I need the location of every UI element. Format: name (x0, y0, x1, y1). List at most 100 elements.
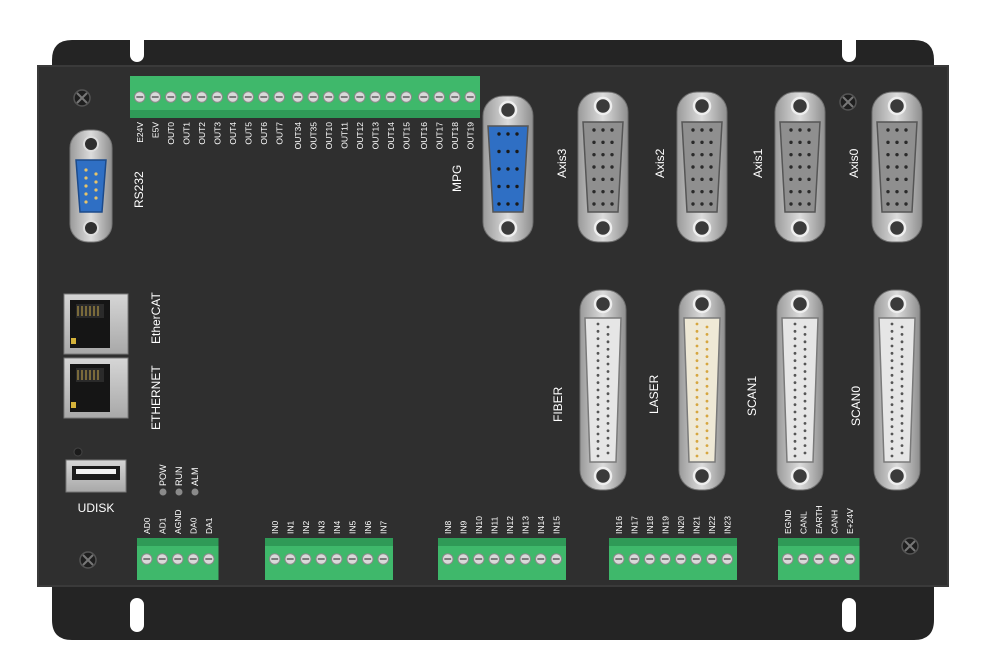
screw-slot (842, 96, 854, 108)
axis-port-label: Axis3 (555, 148, 569, 178)
pin (705, 325, 709, 329)
pin (705, 370, 709, 373)
pin (803, 407, 807, 410)
pin (601, 189, 605, 194)
terminal-pin-label: OUT2 (197, 122, 207, 145)
pin (895, 189, 899, 194)
pin (900, 340, 904, 344)
pin (886, 140, 890, 145)
pin (890, 351, 894, 355)
pin (592, 152, 596, 157)
pin (596, 388, 600, 392)
udisk-label: UDISK (78, 501, 115, 515)
hex-nut-icon (692, 96, 712, 116)
pin (695, 329, 699, 333)
pin (610, 165, 614, 169)
pin (890, 417, 894, 421)
axis-port-label: Axis0 (847, 148, 861, 178)
pin (695, 381, 699, 385)
ethernet-label: ETHERNET (149, 365, 163, 430)
pin (705, 407, 709, 410)
pin (803, 333, 807, 336)
pin (596, 403, 600, 407)
pin (890, 329, 894, 333)
pin (904, 202, 908, 206)
pin (606, 392, 610, 396)
terminal-pin-label: IN23 (722, 516, 732, 534)
pin (803, 384, 807, 388)
terminal-pin-label: CANH (829, 510, 839, 534)
pin (803, 355, 807, 359)
pin (94, 180, 98, 184)
pin (803, 421, 807, 425)
pin (705, 333, 709, 336)
pin (789, 202, 793, 206)
pin (84, 184, 88, 188)
pin (610, 128, 614, 132)
pin (695, 351, 699, 355)
pin (886, 202, 890, 206)
pin (506, 132, 510, 136)
terminal-pin-label: IN10 (474, 516, 484, 534)
hex-nut-icon (790, 466, 810, 486)
pin (596, 366, 600, 370)
scan0-port[interactable] (878, 317, 916, 463)
pin (886, 152, 890, 157)
pin (700, 128, 704, 132)
pin (606, 340, 610, 344)
pin (890, 432, 894, 436)
scan1-port[interactable] (781, 317, 819, 463)
pin (515, 167, 519, 171)
pin (900, 370, 904, 373)
terminal-block-lip (609, 538, 737, 546)
pin (695, 337, 699, 341)
pin (695, 447, 699, 451)
terminal-pin-label: OUT11 (339, 122, 349, 149)
pin (890, 395, 894, 399)
pin (803, 340, 807, 344)
pin (705, 392, 709, 396)
terminal-pin-label: E5V (150, 122, 160, 138)
pin (803, 392, 807, 396)
pin (700, 177, 704, 182)
pin (596, 439, 600, 443)
pin (705, 421, 709, 425)
pin (705, 399, 709, 403)
pin (705, 436, 709, 440)
terminal-pin-label: CANL (798, 511, 808, 534)
terminal-block-lip (130, 110, 289, 118)
bottom-port-label: FIBER (551, 386, 565, 422)
laser-port[interactable] (683, 317, 721, 463)
pin (705, 444, 709, 447)
link-led-icon (71, 338, 76, 344)
rs232-port[interactable] (75, 159, 107, 213)
terminal-pin-label: IN8 (443, 521, 453, 535)
terminal-pin-label: OUT3 (212, 122, 222, 145)
pin (798, 189, 802, 194)
pin (798, 202, 802, 206)
bottom-port-label: SCAN1 (745, 376, 759, 416)
screw-slot (82, 554, 94, 566)
pin (803, 414, 807, 418)
fiber-port[interactable] (584, 317, 622, 463)
pin (700, 189, 704, 194)
pin (497, 149, 501, 154)
hex-nut-icon (692, 218, 712, 238)
terminal-pin-label: OUT12 (355, 122, 365, 150)
pin (904, 152, 908, 157)
pin (596, 381, 600, 385)
pin (515, 149, 519, 154)
pin (890, 410, 894, 414)
terminal-pin-label: IN19 (660, 516, 670, 534)
pin (793, 351, 797, 355)
terminal-pin-label: IN22 (707, 516, 717, 534)
pin (506, 167, 510, 171)
pin (601, 140, 605, 145)
terminal-pin-label: DA1 (204, 517, 214, 534)
hex-nut-icon (83, 136, 99, 152)
pin (709, 152, 713, 157)
pin (793, 417, 797, 421)
usb-indicator-icon (73, 447, 83, 457)
pin (515, 202, 519, 206)
